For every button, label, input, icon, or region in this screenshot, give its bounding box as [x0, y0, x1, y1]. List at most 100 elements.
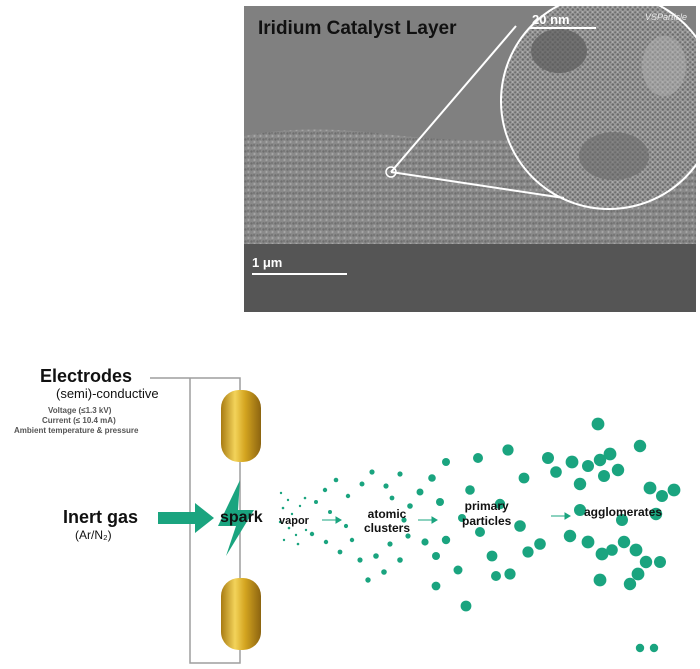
zoom-line-bottom — [390, 171, 565, 199]
spec-ambient: Ambient temperature & pressure — [14, 426, 139, 435]
particle — [436, 498, 444, 506]
zoom-line-top — [390, 25, 517, 173]
spec-current: Current (≤ 10.4 mA) — [42, 416, 116, 425]
particle — [281, 506, 285, 510]
particle — [494, 498, 506, 510]
particle — [603, 447, 617, 461]
flow-arrows — [322, 512, 571, 524]
particle — [383, 483, 389, 489]
particle — [460, 600, 472, 612]
particle — [563, 529, 577, 543]
particle — [279, 491, 283, 495]
particle — [465, 485, 475, 495]
particle — [595, 547, 609, 561]
particle — [473, 453, 483, 463]
inset-scale-label: 20 nm — [532, 12, 570, 27]
particle — [606, 544, 618, 556]
particle — [428, 474, 436, 482]
particle — [574, 504, 586, 516]
particle — [518, 472, 530, 484]
particle — [593, 573, 607, 587]
particle — [639, 555, 653, 569]
particle — [565, 455, 579, 469]
particle — [416, 488, 424, 496]
particle — [304, 528, 308, 532]
particle — [534, 538, 546, 550]
particle — [654, 556, 666, 568]
particle — [629, 543, 643, 557]
particle — [282, 538, 286, 542]
particle — [616, 514, 628, 526]
particle — [389, 495, 395, 501]
particle — [357, 557, 363, 563]
particle — [591, 417, 605, 431]
particle — [314, 500, 318, 504]
particle — [290, 512, 294, 516]
electrodes-subtitle: (semi)-conductive — [56, 386, 159, 401]
particle — [294, 533, 298, 537]
particle — [649, 507, 663, 521]
particle — [407, 503, 413, 509]
top-electrode — [221, 390, 261, 462]
agglomerates-label: agglomerates — [584, 505, 663, 519]
inert-gas-label: Inert gas — [63, 507, 139, 527]
particle — [573, 477, 587, 491]
particle — [453, 565, 463, 575]
particle — [635, 643, 645, 653]
zoom-source-circle — [385, 166, 397, 178]
particle — [649, 643, 659, 653]
particle — [458, 514, 466, 522]
particle — [309, 531, 315, 537]
inert-gas-formula: (Ar/N₂) — [75, 528, 112, 542]
electrodes-title: Electrodes — [40, 366, 133, 386]
particle — [550, 466, 562, 478]
particle — [328, 510, 332, 514]
particle — [633, 439, 647, 453]
particle — [278, 520, 282, 524]
particle — [359, 481, 365, 487]
particle — [522, 546, 534, 558]
spark-bolt — [218, 480, 254, 556]
particle — [486, 550, 498, 562]
particle — [504, 568, 516, 580]
particle — [296, 542, 300, 546]
particle — [303, 496, 307, 500]
particle — [442, 458, 450, 466]
spark-ablation-diagram — [150, 377, 681, 664]
particle — [631, 567, 645, 581]
bottom-electrode — [221, 578, 261, 650]
particle — [431, 581, 441, 591]
particle — [441, 535, 451, 545]
particle — [593, 453, 607, 467]
particle — [623, 577, 637, 591]
particle — [475, 527, 485, 537]
particle-cloud — [278, 417, 681, 653]
particle — [387, 541, 393, 547]
particle — [432, 552, 440, 560]
particle — [381, 569, 387, 575]
particle — [542, 452, 554, 464]
circuit-frame — [150, 377, 241, 664]
particle — [349, 537, 355, 543]
particle — [491, 571, 501, 581]
particle — [421, 538, 429, 546]
particle — [643, 481, 657, 495]
substrate-region — [244, 244, 696, 312]
particle — [298, 504, 302, 508]
particle — [369, 469, 375, 475]
particle — [373, 553, 379, 559]
spec-voltage: Voltage (≤1.3 kV) — [48, 406, 112, 415]
particle — [617, 535, 631, 549]
atomic-clusters-label: atomic clusters — [364, 507, 411, 535]
particle — [667, 483, 681, 497]
particle — [345, 493, 351, 499]
particle — [656, 490, 668, 502]
particle — [287, 526, 291, 530]
primary-particles-label: primary particles — [462, 499, 512, 528]
particle — [397, 557, 403, 563]
particle — [401, 517, 407, 523]
particle — [286, 498, 290, 502]
micrograph-title: Iridium Catalyst Layer — [258, 18, 457, 39]
particle — [514, 520, 526, 532]
particle — [598, 470, 610, 482]
